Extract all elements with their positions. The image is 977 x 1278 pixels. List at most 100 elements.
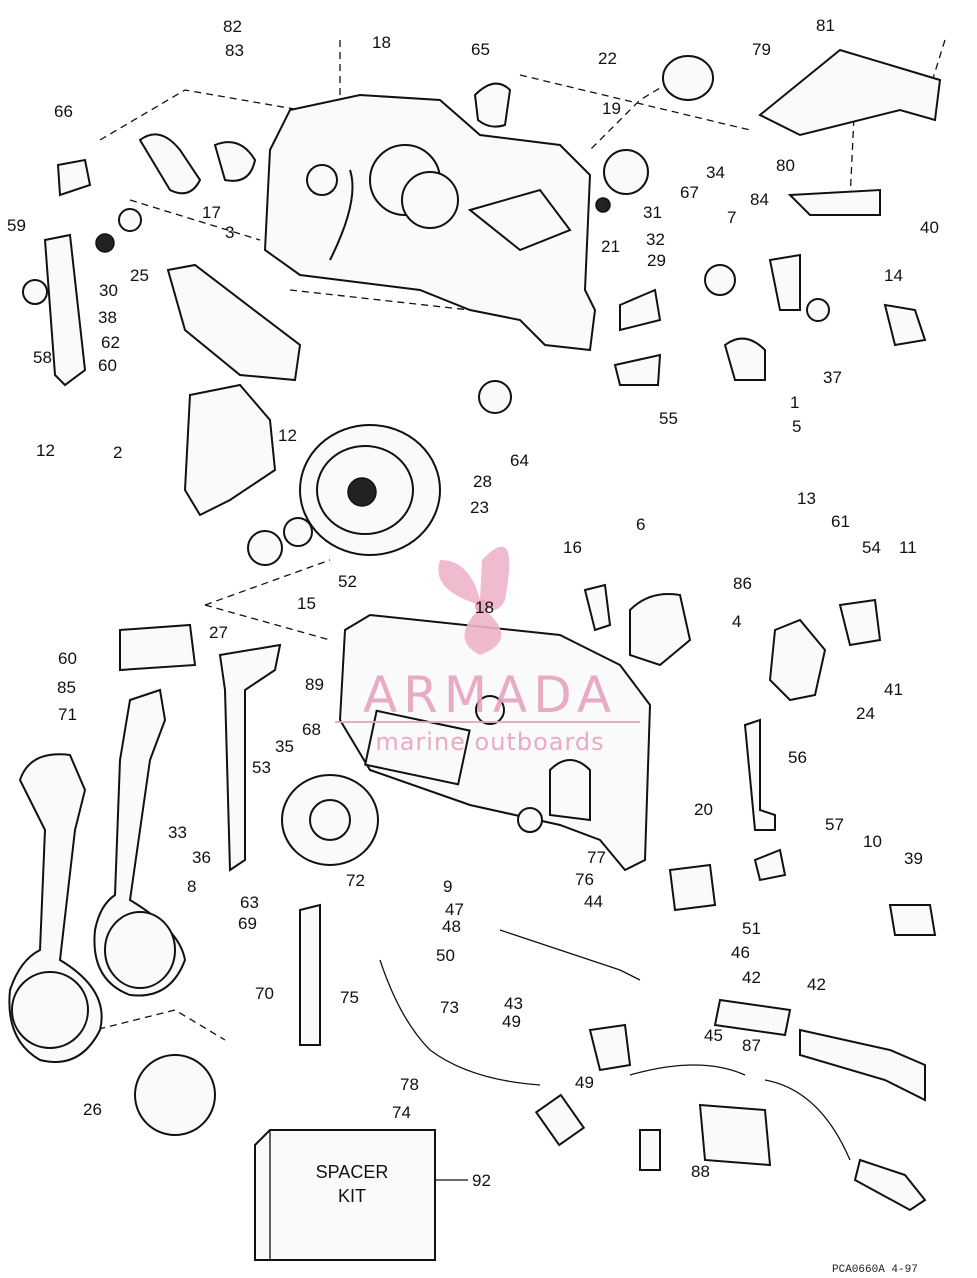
callout-81: 81 bbox=[816, 16, 835, 35]
callout-41: 41 bbox=[884, 680, 903, 699]
callout-9: 9 bbox=[443, 877, 452, 896]
callout-89: 89 bbox=[305, 675, 324, 694]
small-parts bbox=[22, 48, 942, 1212]
callout-67: 67 bbox=[680, 183, 699, 202]
callout-76: 76 bbox=[575, 870, 594, 889]
callout-45: 45 bbox=[704, 1026, 723, 1045]
callout-48: 48 bbox=[442, 917, 461, 936]
detent-ring bbox=[281, 774, 379, 866]
upper-control-housing bbox=[263, 93, 597, 352]
callout-15: 15 bbox=[297, 594, 316, 613]
callout-2: 2 bbox=[113, 443, 122, 462]
callout-60: 60 bbox=[58, 649, 77, 668]
callout-32: 32 bbox=[646, 230, 665, 249]
callout-37: 37 bbox=[823, 368, 842, 387]
callout-1: 1 bbox=[790, 393, 799, 412]
assembly-guide-lines bbox=[74, 39, 946, 1041]
callout-50: 50 bbox=[436, 946, 455, 965]
callout-47: 47 bbox=[445, 900, 464, 919]
callout-62: 62 bbox=[101, 333, 120, 352]
callout-65: 65 bbox=[471, 40, 490, 59]
watermark-tagline: marine outboards bbox=[375, 728, 604, 756]
callout-59: 59 bbox=[7, 216, 26, 235]
callout-69: 69 bbox=[238, 914, 257, 933]
callout-54: 54 bbox=[862, 538, 881, 557]
control-handles bbox=[8, 688, 187, 1063]
callout-87: 87 bbox=[742, 1036, 761, 1055]
callout-82: 82 bbox=[223, 17, 242, 36]
callout-33: 33 bbox=[168, 823, 187, 842]
callout-56: 56 bbox=[788, 748, 807, 767]
callout-25: 25 bbox=[130, 266, 149, 285]
armada-watermark: ARMADA marine outboards bbox=[335, 546, 640, 756]
callout-3: 3 bbox=[225, 223, 234, 242]
callout-38: 38 bbox=[98, 308, 117, 327]
callout-23: 23 bbox=[470, 498, 489, 517]
callout-73: 73 bbox=[440, 998, 459, 1017]
callout-11: 11 bbox=[899, 538, 917, 557]
callout-42: 42 bbox=[807, 975, 826, 994]
callout-36: 36 bbox=[192, 848, 211, 867]
callout-49: 49 bbox=[575, 1073, 594, 1092]
callout-78: 78 bbox=[400, 1075, 419, 1094]
callout-28: 28 bbox=[473, 472, 492, 491]
callout-24: 24 bbox=[856, 704, 875, 723]
callout-72: 72 bbox=[346, 871, 365, 890]
callout-35: 35 bbox=[275, 737, 294, 756]
callout-12: 12 bbox=[36, 441, 55, 460]
callout-63: 63 bbox=[240, 893, 259, 912]
callout-80: 80 bbox=[776, 156, 795, 175]
callout-51: 51 bbox=[742, 919, 761, 938]
spacer-kit-box: SPACER KIT 92 bbox=[254, 1129, 491, 1261]
callout-92: 92 bbox=[472, 1171, 491, 1190]
callout-44: 44 bbox=[584, 892, 603, 911]
callout-5: 5 bbox=[792, 417, 801, 436]
callout-74: 74 bbox=[392, 1103, 411, 1122]
callout-6: 6 bbox=[636, 515, 645, 534]
callout-57: 57 bbox=[825, 815, 844, 834]
detent-gear-wheel bbox=[299, 424, 441, 556]
callout-19: 19 bbox=[602, 99, 621, 118]
callout-49: 49 bbox=[502, 1012, 521, 1031]
callout-18: 18 bbox=[475, 598, 494, 617]
callout-16: 16 bbox=[563, 538, 582, 557]
callout-64: 64 bbox=[510, 451, 529, 470]
callout-77: 77 bbox=[587, 848, 606, 867]
callout-21: 21 bbox=[601, 237, 620, 256]
callout-39: 39 bbox=[904, 849, 923, 868]
callout-20: 20 bbox=[694, 800, 713, 819]
callout-85: 85 bbox=[57, 678, 76, 697]
callout-66: 66 bbox=[54, 102, 73, 121]
callout-12: 12 bbox=[278, 426, 297, 445]
callout-55: 55 bbox=[659, 409, 678, 428]
callout-88: 88 bbox=[691, 1162, 710, 1181]
callout-27: 27 bbox=[209, 623, 228, 642]
callout-58: 58 bbox=[33, 348, 52, 367]
figure-code: PCA0660A 4-97 bbox=[832, 1264, 918, 1276]
callout-30: 30 bbox=[99, 281, 118, 300]
callout-84: 84 bbox=[750, 190, 769, 209]
callout-79: 79 bbox=[752, 40, 771, 59]
callout-34: 34 bbox=[706, 163, 725, 182]
callout-53: 53 bbox=[252, 758, 271, 777]
lower-control-housing bbox=[338, 613, 652, 872]
spacer-kit-label-line1: SPACER bbox=[316, 1162, 389, 1182]
callout-4: 4 bbox=[732, 612, 741, 631]
callout-42: 42 bbox=[742, 968, 761, 987]
callout-17: 17 bbox=[202, 203, 221, 222]
callout-52: 52 bbox=[338, 572, 357, 591]
callout-70: 70 bbox=[255, 984, 274, 1003]
callout-13: 13 bbox=[797, 489, 816, 508]
callout-83: 83 bbox=[225, 41, 244, 60]
callout-61: 61 bbox=[831, 512, 850, 531]
callout-8: 8 bbox=[187, 877, 196, 896]
callout-68: 68 bbox=[302, 720, 321, 739]
callout-10: 10 bbox=[863, 832, 882, 851]
callout-7: 7 bbox=[727, 208, 736, 227]
callout-46: 46 bbox=[731, 943, 750, 962]
callout-31: 31 bbox=[643, 203, 662, 222]
watermark-brand: ARMADA bbox=[363, 666, 617, 724]
callout-14: 14 bbox=[884, 266, 903, 285]
